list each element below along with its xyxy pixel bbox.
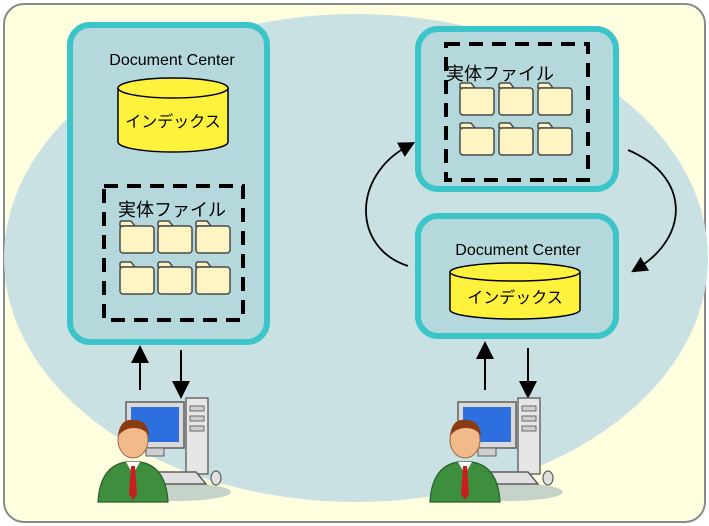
folder-icon	[157, 261, 193, 295]
right-io-arrows	[476, 341, 537, 399]
left-io-arrows	[131, 345, 190, 399]
curved-arrow-down	[627, 149, 677, 273]
folder-icon	[195, 261, 231, 295]
curved-arrow-up	[365, 142, 416, 267]
folder-icon	[459, 122, 495, 156]
right-index-label: インデックス	[467, 288, 563, 307]
right-files-dashed-box	[444, 42, 590, 182]
right-index-database-icon: インデックス	[449, 262, 581, 320]
left-files-label: 実体ファイル	[118, 200, 226, 220]
folder-icon	[498, 122, 534, 156]
folder-icon	[157, 220, 193, 254]
folder-icon	[498, 82, 534, 116]
folder-icon	[459, 82, 495, 116]
folder-icon	[195, 220, 231, 254]
sync-arrows	[365, 142, 677, 273]
left-files-dashed-box	[102, 184, 245, 322]
left-index-label: インデックス	[125, 112, 221, 131]
right-files-label: 実体ファイル	[446, 64, 554, 84]
folder-icon	[537, 82, 573, 116]
right-center-title: Document Center	[455, 242, 581, 259]
left-index-database-icon: インデックス	[117, 77, 229, 153]
folder-icon	[537, 122, 573, 156]
right-storage-box: 実体ファイル	[415, 26, 619, 192]
left-document-center: Document Center インデックス 実体ファイル	[67, 22, 270, 345]
folder-icon	[119, 261, 155, 295]
right-document-center: Document Center インデックス	[415, 213, 619, 339]
left-center-title: Document Center	[109, 52, 235, 69]
folder-icon	[119, 220, 155, 254]
